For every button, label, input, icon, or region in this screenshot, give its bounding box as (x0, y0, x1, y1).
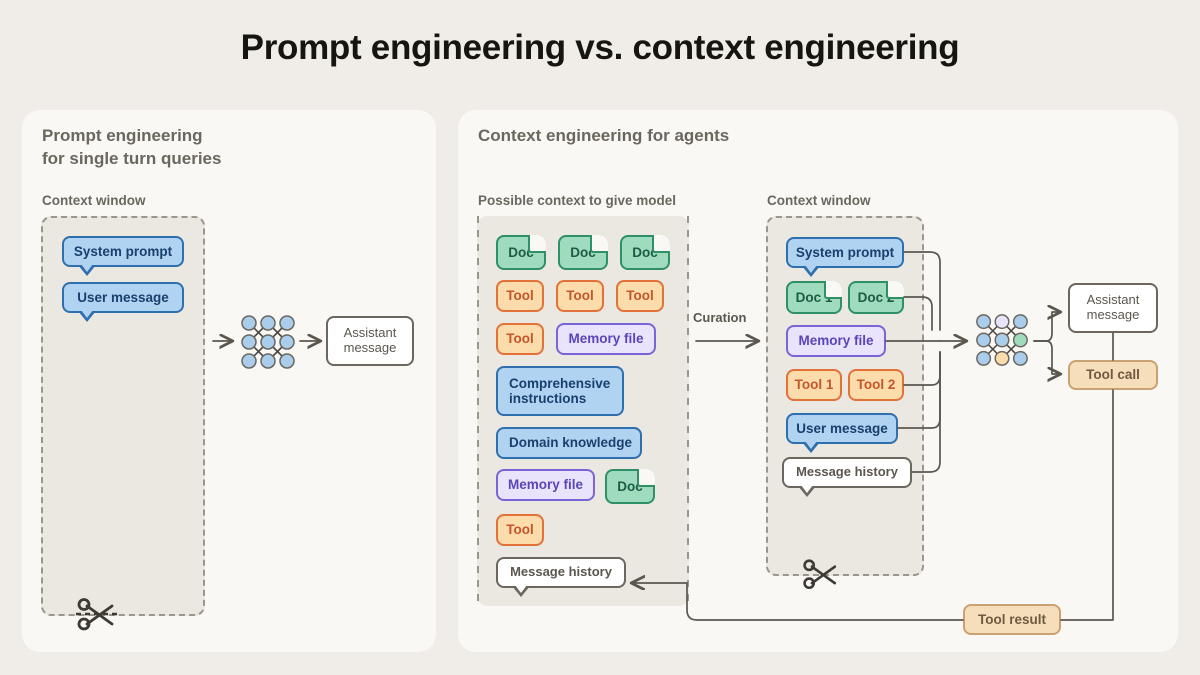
pc-memory-file-1-label: Memory file (568, 331, 644, 347)
tool-result-label: Tool result (977, 611, 1046, 627)
pc-doc-1-label: Doc (508, 244, 534, 260)
doc-fold-icon (590, 235, 608, 253)
cw-memory-file[interactable]: Memory file (786, 325, 886, 357)
left-chip-system-prompt-label: System prompt (73, 243, 173, 259)
cw-tool-1-label: Tool 1 (794, 377, 834, 393)
left-context-window-label: Context window (42, 193, 146, 208)
pc-memory-file-2-label: Memory file (507, 477, 584, 493)
pc-domain-knowledge-label: Domain knowledge (509, 435, 633, 451)
cw-system-prompt-label: System prompt (795, 244, 895, 260)
bubble-tail-icon (78, 309, 96, 322)
assistant-message-label: Assistant message (1086, 292, 1140, 322)
cw-memory-file-label: Memory file (798, 333, 874, 349)
pc-memory-file-2[interactable]: Memory file (496, 469, 595, 501)
right-neural-network-icon (972, 310, 1032, 375)
left-chip-system-prompt[interactable]: System prompt (62, 236, 184, 276)
pc-comprehensive-instructions[interactable]: Comprehensive instructions (496, 366, 624, 416)
doc-fold-icon (637, 469, 655, 487)
pc-tool-4[interactable]: Tool (496, 323, 544, 355)
cw-tool-2[interactable]: Tool 2 (848, 369, 904, 401)
left-panel-heading: Prompt engineering for single turn queri… (42, 126, 222, 168)
cw-system-prompt[interactable]: System prompt (786, 237, 904, 277)
tool-call-label: Tool call (1086, 367, 1140, 383)
pc-doc-3[interactable]: Doc (620, 235, 670, 270)
doc-fold-icon (652, 235, 670, 253)
left-context-window (41, 216, 205, 616)
pc-tool-2-label: Tool (566, 288, 594, 304)
right-scissors-icon (800, 558, 844, 595)
pc-tool-1-label: Tool (506, 288, 534, 304)
cw-doc-1[interactable]: Doc 1 (786, 281, 842, 314)
assistant-message-box[interactable]: Assistant message (1068, 283, 1158, 333)
pc-tool-4-label: Tool (506, 331, 534, 347)
right-panel-heading: Context engineering for agents (478, 126, 730, 145)
bubble-tail-icon (802, 264, 820, 277)
pc-message-history[interactable]: Message history (496, 557, 626, 597)
cw-tool-1[interactable]: Tool 1 (786, 369, 842, 401)
page-title: Prompt engineering vs. context engineeri… (240, 28, 960, 67)
cw-message-history-label: Message history (796, 464, 898, 480)
left-assistant-message-label: Assistant message (343, 325, 397, 355)
cw-doc-2[interactable]: Doc 2 (848, 281, 904, 314)
pc-domain-knowledge[interactable]: Domain knowledge (496, 427, 642, 459)
cw-tool-2-label: Tool 2 (856, 377, 896, 393)
pc-doc-4[interactable]: Doc (605, 469, 655, 504)
pc-tool-5-label: Tool (506, 522, 534, 538)
right-context-window-label: Context window (767, 193, 871, 208)
pc-tool-3[interactable]: Tool (616, 280, 664, 312)
tool-result-box[interactable]: Tool result (963, 604, 1061, 635)
pc-memory-file-1[interactable]: Memory file (556, 323, 656, 355)
left-chip-user-message-label: User message (77, 289, 169, 305)
pc-doc-3-label: Doc (632, 244, 658, 260)
bubble-tail-icon (798, 484, 816, 497)
pc-doc-1[interactable]: Doc (496, 235, 546, 270)
bubble-tail-icon (512, 584, 530, 597)
possible-context-label: Possible context to give model (478, 193, 677, 208)
cw-user-message[interactable]: User message (786, 413, 898, 453)
pc-comprehensive-instructions-label: Comprehensive instructions (509, 375, 611, 406)
left-assistant-message-box[interactable]: Assistant message (326, 316, 414, 366)
pc-tool-3-label: Tool (626, 288, 654, 304)
pc-tool-1[interactable]: Tool (496, 280, 544, 312)
tool-call-box[interactable]: Tool call (1068, 360, 1158, 390)
cw-user-message-label: User message (796, 420, 888, 436)
pc-doc-2[interactable]: Doc (558, 235, 608, 270)
pc-tool-2[interactable]: Tool (556, 280, 604, 312)
left-chip-user-message[interactable]: User message (62, 282, 184, 322)
curation-label: Curation (693, 310, 747, 325)
doc-fold-icon (528, 235, 546, 253)
pc-doc-2-label: Doc (570, 244, 596, 260)
cw-message-history[interactable]: Message history (782, 457, 912, 497)
doc-fold-icon (824, 281, 842, 299)
left-scissors-icon (74, 597, 122, 636)
bubble-tail-icon (78, 263, 96, 276)
left-neural-network-icon (237, 311, 299, 378)
pc-message-history-label: Message history (510, 564, 612, 580)
pc-tool-5[interactable]: Tool (496, 514, 544, 546)
bubble-tail-icon (802, 440, 820, 453)
doc-fold-icon (886, 281, 904, 299)
pc-doc-4-label: Doc (617, 478, 643, 494)
